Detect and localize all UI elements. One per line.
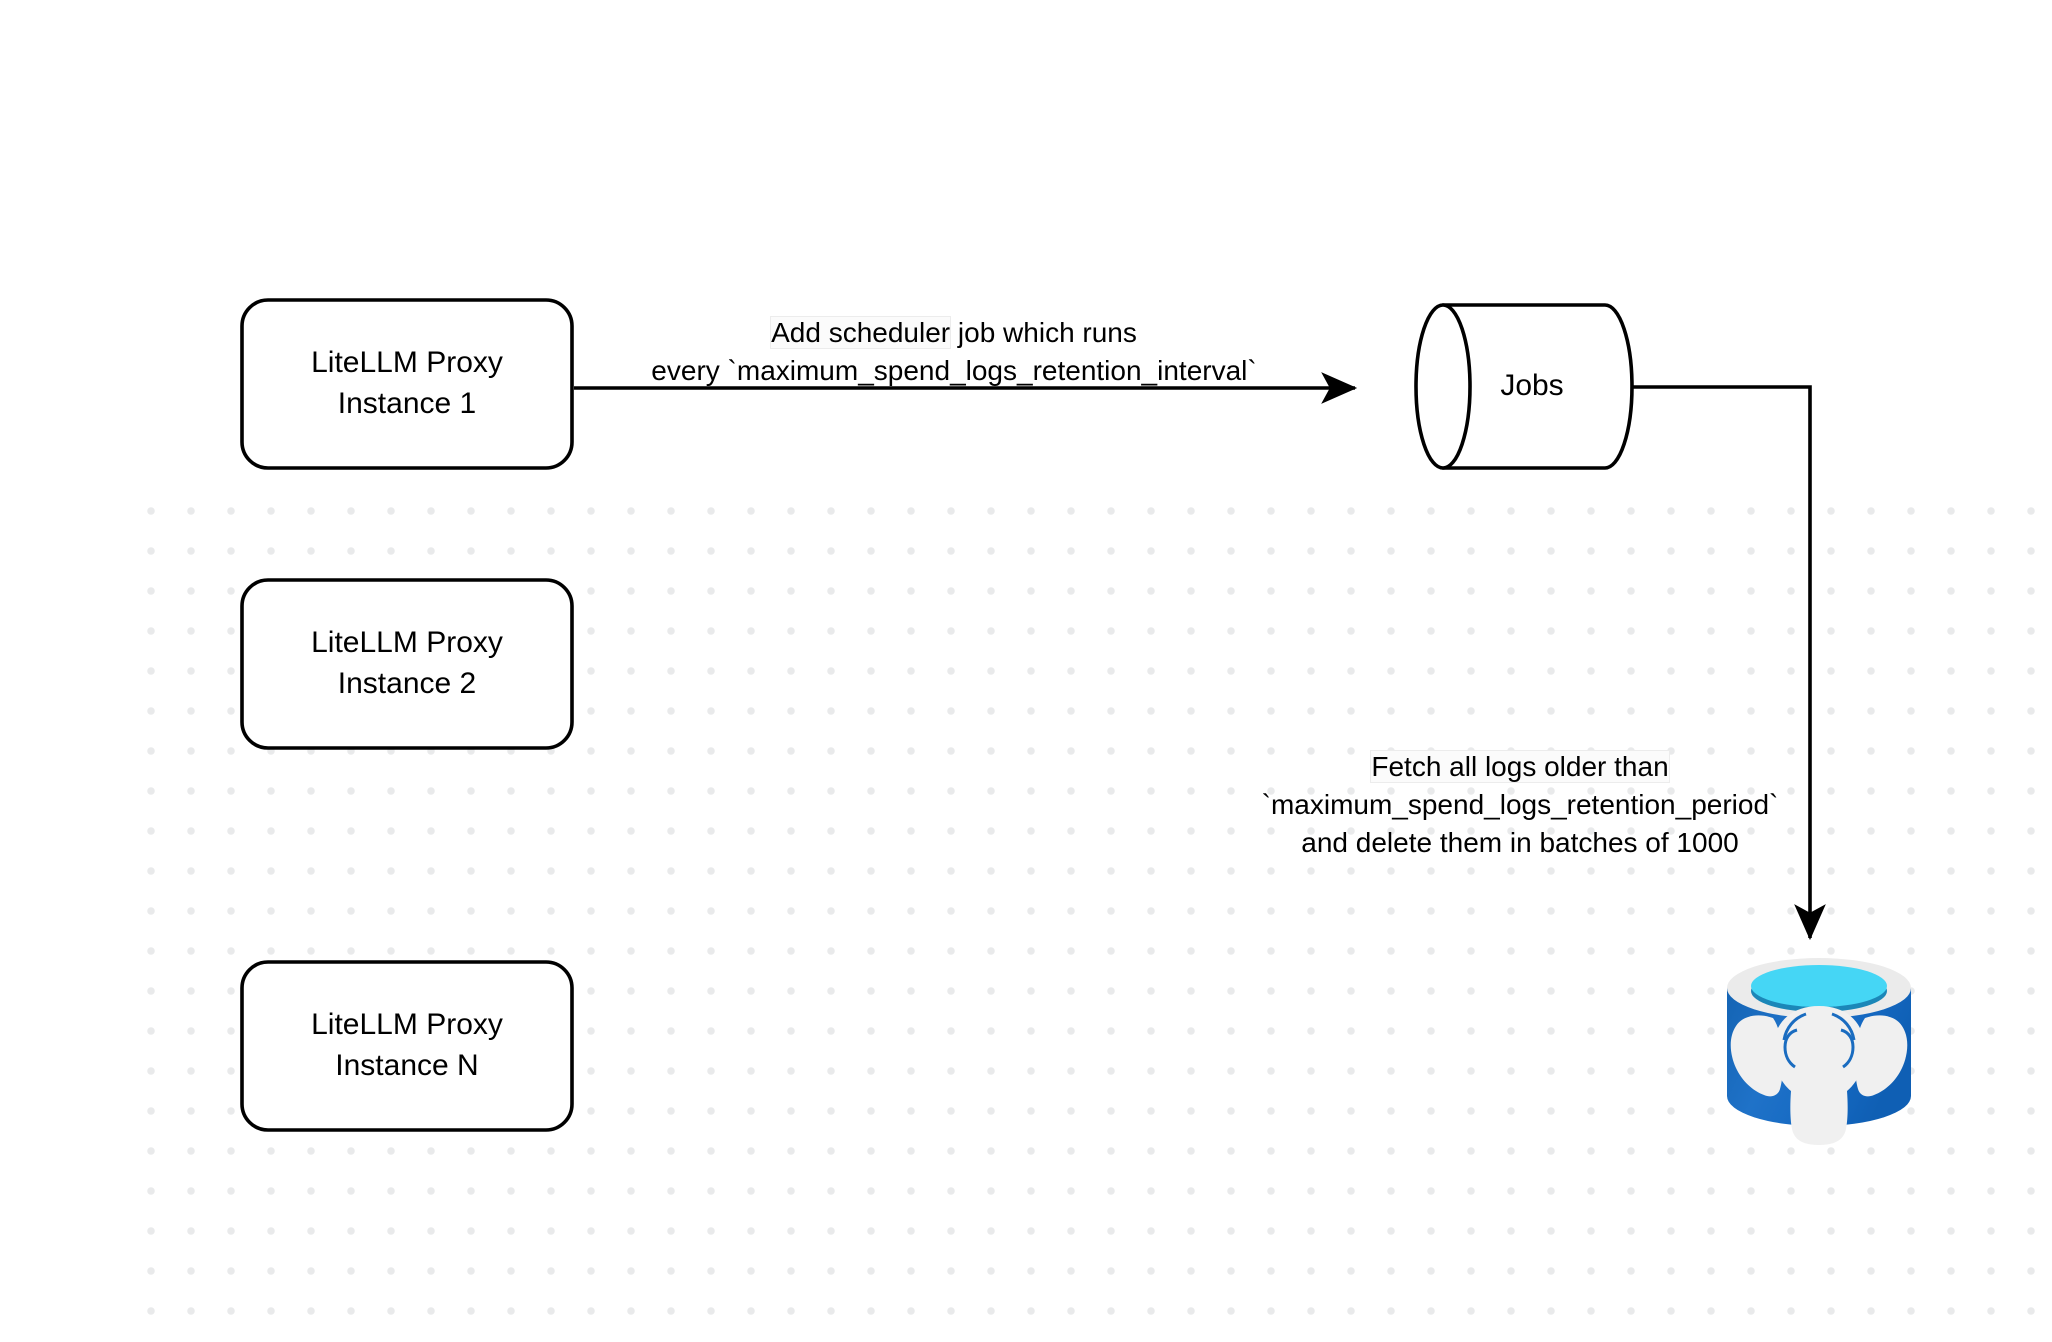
node-proxy-instance-2[interactable] xyxy=(240,578,574,750)
node-postgres-database[interactable] xyxy=(1727,958,1911,1145)
proxy-n-shape xyxy=(240,960,574,1132)
postgres-top-fill xyxy=(1751,965,1887,1007)
edge-fetch-delete-connector xyxy=(1632,385,1826,941)
jobs-cylinder-body xyxy=(1441,303,1634,470)
node-proxy-instance-n[interactable] xyxy=(240,960,574,1132)
postgres-elephant-icon xyxy=(1730,1006,1908,1145)
node-proxy-instance-1[interactable] xyxy=(240,298,574,470)
node-jobs-cylinder[interactable] xyxy=(1414,303,1634,470)
proxy-1-shape xyxy=(240,298,574,470)
proxy-2-shape xyxy=(240,578,574,750)
jobs-cylinder-cap xyxy=(1414,303,1472,470)
postgres-elephant-detail xyxy=(1782,1012,1856,1069)
